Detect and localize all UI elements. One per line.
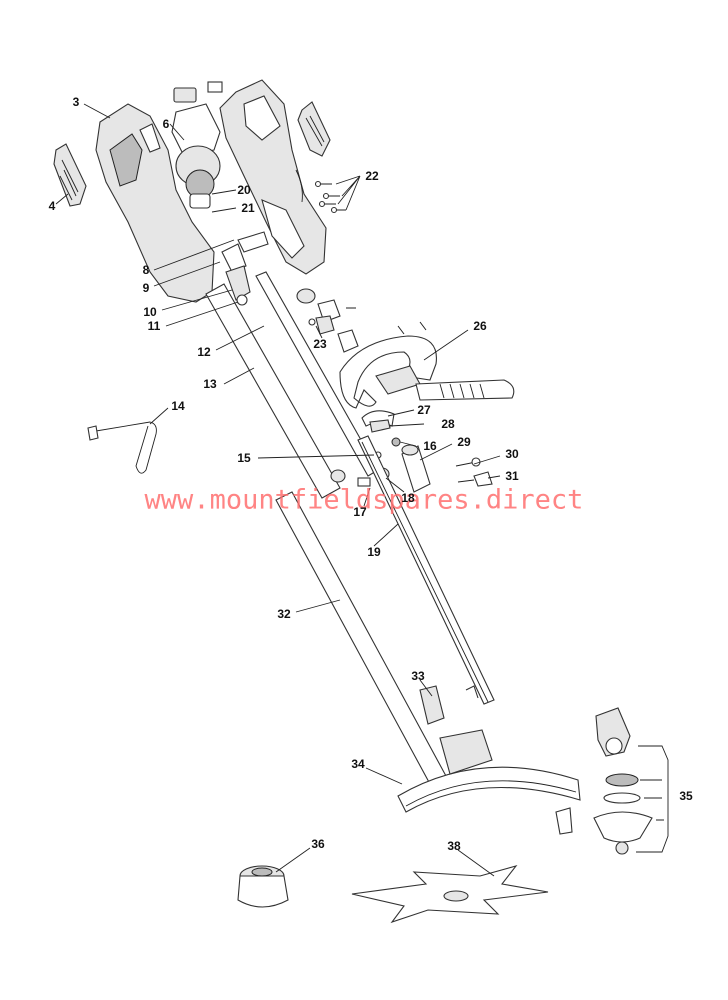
callout-35: 35 xyxy=(679,789,693,803)
watermark-text: www.mountfieldspares.direct xyxy=(144,484,584,516)
part-14-strap xyxy=(87,421,157,474)
part-29-sleeve xyxy=(401,444,431,493)
callout-3: 3 xyxy=(72,95,80,109)
part-36-trimmer-head xyxy=(237,865,289,908)
part-34-guard xyxy=(397,729,581,835)
leader-lines xyxy=(55,103,501,877)
part-22-screws xyxy=(295,169,346,214)
callout-11: 11 xyxy=(147,319,161,333)
callout-28: 28 xyxy=(441,417,455,431)
callout-29: 29 xyxy=(457,435,471,449)
callout-10: 10 xyxy=(143,305,157,319)
callout-15: 15 xyxy=(237,451,251,465)
part-13-upper-tube xyxy=(205,283,341,499)
parts-30-31-bolts xyxy=(455,457,493,487)
part-23-coupler xyxy=(296,288,359,353)
part-6-motor xyxy=(171,103,221,209)
callout-23: 23 xyxy=(313,337,327,351)
callout-26: 26 xyxy=(473,319,487,333)
callout-6: 6 xyxy=(162,117,170,131)
part-33-guard-bracket xyxy=(419,685,479,725)
callout-38: 38 xyxy=(447,839,461,853)
callout-36: 36 xyxy=(311,837,325,851)
callout-31: 31 xyxy=(505,469,519,483)
callout-34: 34 xyxy=(351,757,365,771)
callout-12: 12 xyxy=(197,345,211,359)
callout-19: 19 xyxy=(367,545,381,559)
part-32-lower-tube xyxy=(275,491,447,785)
part-3-left-housing xyxy=(95,103,215,303)
callout-9: 9 xyxy=(142,281,150,295)
callout-27: 27 xyxy=(417,403,431,417)
right-vent-cover xyxy=(297,101,331,157)
callout-13: 13 xyxy=(203,377,217,391)
callout-30: 30 xyxy=(505,447,519,461)
part-38-blade xyxy=(351,865,549,924)
part-4-vent-cover xyxy=(53,143,87,207)
callout-21: 21 xyxy=(241,201,255,215)
callout-17: 17 xyxy=(353,505,367,519)
part-19-lower-shaft xyxy=(357,435,495,705)
callout-20: 20 xyxy=(237,183,251,197)
connector-block xyxy=(173,81,223,103)
parts-8-11-trigger-assembly xyxy=(221,231,269,306)
callout-22: 22 xyxy=(365,169,379,183)
callout-33: 33 xyxy=(411,669,425,683)
callout-14: 14 xyxy=(171,399,185,413)
callout-32: 32 xyxy=(277,607,291,621)
parts-27-28-clamps xyxy=(361,410,395,433)
part-35-gearhead-stack xyxy=(593,707,669,855)
right-housing xyxy=(219,79,327,275)
callout-8: 8 xyxy=(142,263,150,277)
callout-4: 4 xyxy=(48,199,56,213)
callout-16: 16 xyxy=(423,439,437,453)
part-26-assist-handle xyxy=(339,321,515,409)
callout-18: 18 xyxy=(401,491,415,505)
